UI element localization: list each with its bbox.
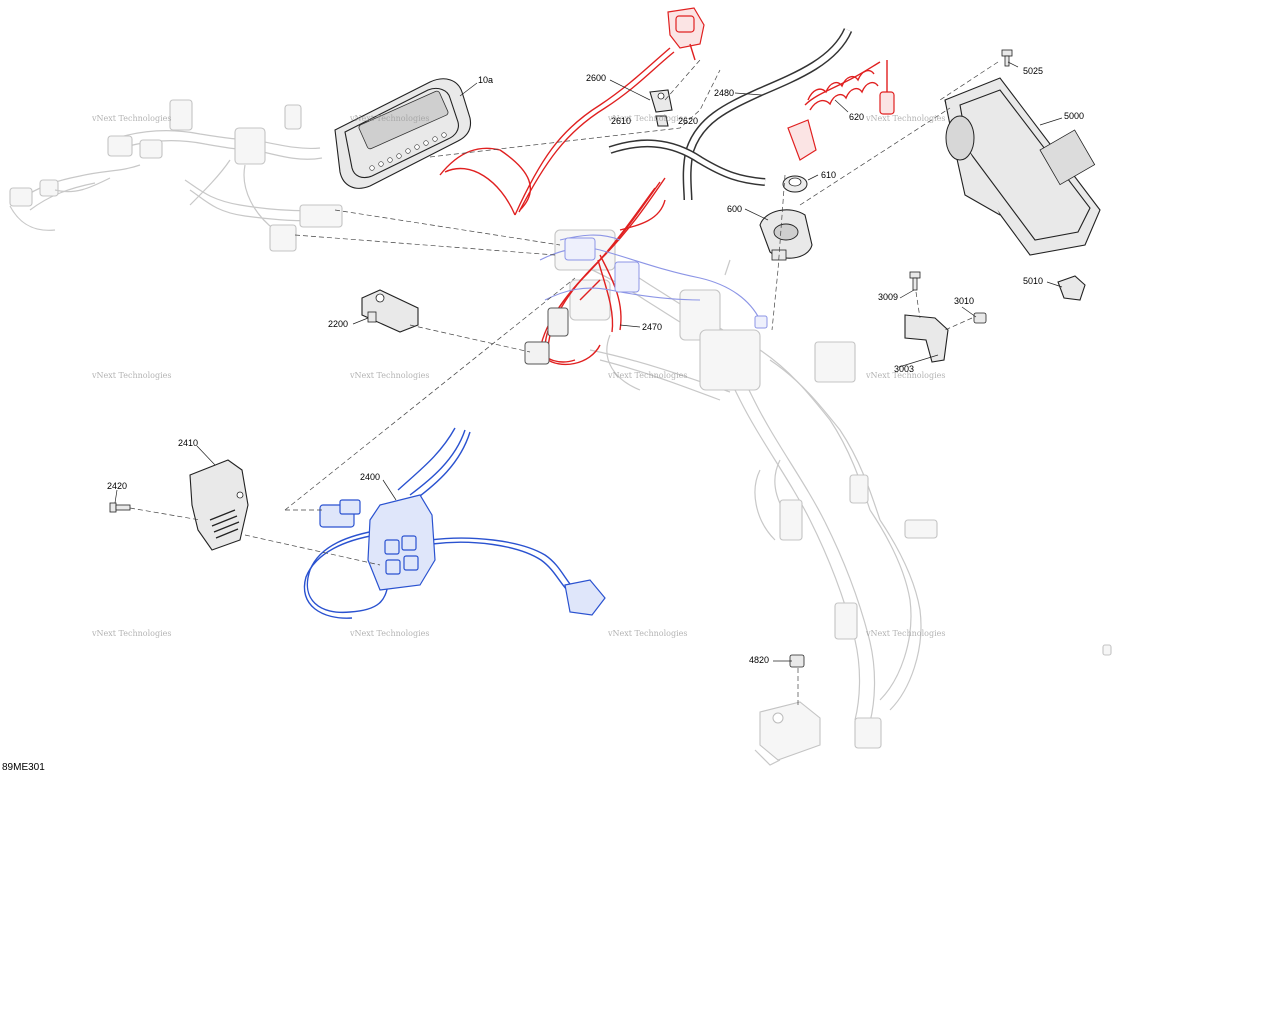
relay-4820 bbox=[754, 701, 821, 766]
callout-2610: 2610 bbox=[611, 116, 631, 126]
clip-2620 bbox=[655, 115, 669, 127]
screw-2420 bbox=[109, 502, 131, 513]
watermarks: vNext Technologies vNext Technologies vN… bbox=[91, 114, 945, 638]
main-harness bbox=[554, 229, 1112, 749]
bracket-5010 bbox=[1057, 275, 1086, 301]
watermark: vNext Technologies bbox=[865, 371, 945, 380]
watermark: vNext Technologies bbox=[349, 114, 429, 123]
callout-labels: 10a 2600 2610 2620 2480 620 610 600 5025… bbox=[107, 66, 1084, 665]
watermark: vNext Technologies bbox=[349, 629, 429, 638]
callout-2410: 2410 bbox=[178, 438, 198, 448]
instrument-cluster bbox=[334, 78, 472, 189]
callout-3003: 3003 bbox=[894, 364, 914, 374]
figure-reference-code: 89ME301 bbox=[2, 762, 45, 773]
callout-2470: 2470 bbox=[642, 322, 662, 332]
cover-2410 bbox=[189, 459, 249, 551]
grommet-610 bbox=[782, 175, 808, 193]
nut-4820 bbox=[789, 654, 805, 668]
bolt-3009 bbox=[909, 271, 921, 291]
watermark: vNext Technologies bbox=[91, 629, 171, 638]
callout-2420: 2420 bbox=[107, 481, 127, 491]
conduit-2480 bbox=[608, 28, 853, 201]
watermark: vNext Technologies bbox=[607, 371, 687, 380]
upper-left-harness bbox=[9, 99, 343, 252]
watermark: vNext Technologies bbox=[91, 114, 171, 123]
watermark: vNext Technologies bbox=[91, 371, 171, 380]
callout-10a: 10a bbox=[478, 75, 493, 85]
callout-2480: 2480 bbox=[714, 88, 734, 98]
control-module-5000 bbox=[944, 77, 1101, 256]
callout-5025: 5025 bbox=[1023, 66, 1043, 76]
nut-3010 bbox=[973, 312, 987, 324]
callout-2620: 2620 bbox=[678, 116, 698, 126]
callout-5000: 5000 bbox=[1064, 111, 1084, 121]
bracket-3003 bbox=[904, 314, 949, 363]
watermark: vNext Technologies bbox=[865, 114, 945, 123]
callout-2600: 2600 bbox=[586, 73, 606, 83]
red-switch-harness-2600 bbox=[439, 7, 705, 216]
callout-600: 600 bbox=[727, 204, 742, 214]
bolt-5025 bbox=[1001, 49, 1013, 67]
watermark: vNext Technologies bbox=[607, 114, 687, 123]
callout-3010: 3010 bbox=[954, 296, 974, 306]
callout-3009: 3009 bbox=[878, 292, 898, 302]
sensor-2200 bbox=[361, 289, 419, 333]
callout-2400: 2400 bbox=[360, 472, 380, 482]
alignment-lines bbox=[129, 59, 999, 705]
red-harness-2470 bbox=[539, 177, 666, 366]
callout-2200: 2200 bbox=[328, 319, 348, 329]
watermark: vNext Technologies bbox=[349, 371, 429, 380]
callout-4820: 4820 bbox=[749, 655, 769, 665]
callout-610: 610 bbox=[821, 170, 836, 180]
callout-5010: 5010 bbox=[1023, 276, 1043, 286]
lanyard-620 bbox=[787, 60, 895, 161]
ignition-switch-600 bbox=[759, 209, 813, 261]
watermark: vNext Technologies bbox=[865, 629, 945, 638]
light-blue-harness bbox=[524, 234, 768, 365]
leader-lines bbox=[114, 61, 1063, 662]
watermark: vNext Technologies bbox=[607, 629, 687, 638]
callout-620: 620 bbox=[849, 112, 864, 122]
switch-harness-2400 bbox=[303, 427, 606, 619]
bracket-2610 bbox=[649, 89, 673, 113]
